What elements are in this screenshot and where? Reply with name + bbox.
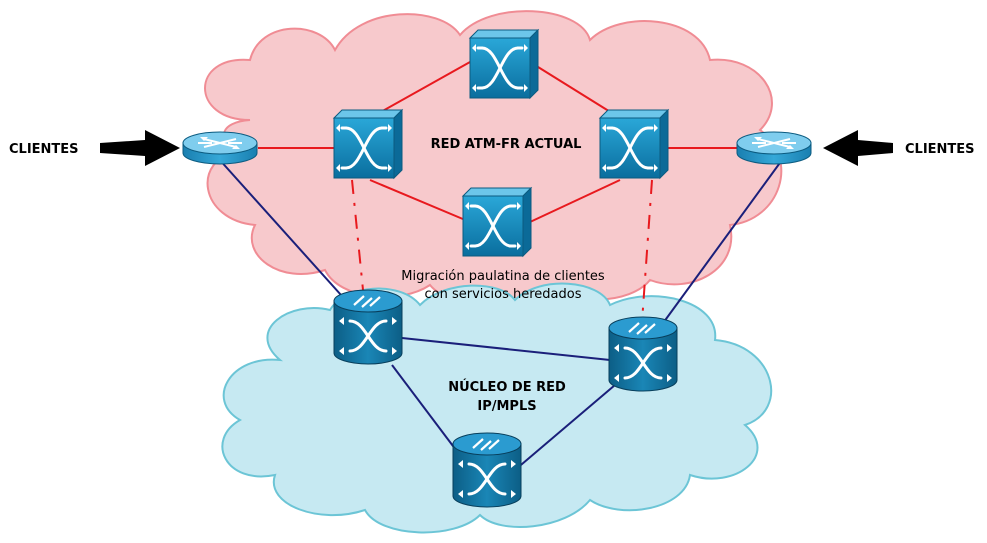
- black-arrow-right-icon: [823, 130, 893, 166]
- black-arrow-left-icon: [100, 130, 180, 166]
- mpls-router-right-icon: [607, 315, 679, 393]
- migration-note-line2: con servicios heredados: [424, 287, 581, 302]
- atm-switch-right-icon: [598, 108, 670, 180]
- migration-note-line1: Migración paulatina de clientes: [401, 269, 605, 284]
- migration-dashed-links: [351, 179, 653, 323]
- clients-left-label: CLIENTES: [9, 142, 79, 157]
- atm-network-title: RED ATM-FR ACTUAL: [431, 137, 582, 152]
- clients-right-label: CLIENTES: [905, 142, 975, 157]
- atm-switch-top-icon: [468, 28, 540, 100]
- router-right-icon: [736, 131, 812, 165]
- core-network-title-line2: IP/MPLS: [477, 399, 536, 414]
- core-network-title-line1: NÚCLEO DE RED: [448, 379, 566, 395]
- router-left-icon: [182, 131, 258, 165]
- mpls-router-left-icon: [332, 288, 404, 366]
- atm-switch-bottom-icon: [461, 186, 533, 258]
- mpls-router-bottom-icon: [451, 431, 523, 509]
- atm-links: [258, 61, 738, 223]
- atm-cloud: [204, 10, 783, 305]
- atm-switch-left-icon: [332, 108, 404, 180]
